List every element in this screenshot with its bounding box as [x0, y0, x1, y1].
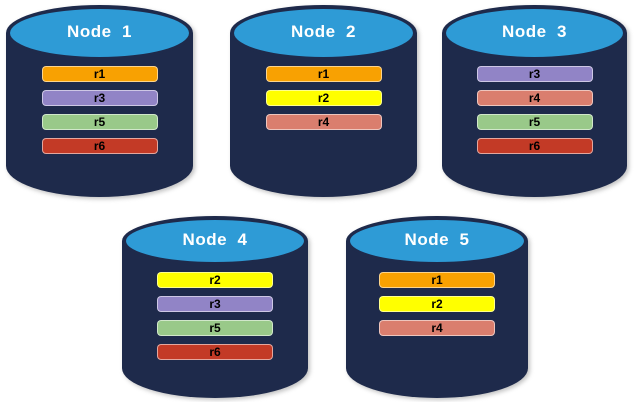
- node-label: Node 3: [502, 22, 567, 41]
- replica-list: r2 r3 r5 r6: [122, 272, 308, 360]
- node-label: Node 5: [404, 230, 470, 249]
- cylinder-top: Node 5: [346, 216, 528, 266]
- node-2-cylinder: Node 2 r1 r2 r4: [230, 5, 417, 197]
- replica-bar-r1: r1: [379, 272, 495, 288]
- replica-bar-r4: r4: [476, 90, 593, 106]
- replica-bar-r5: r5: [476, 114, 593, 130]
- node-4-cylinder: Node 4 r2 r3 r5 r6: [122, 216, 308, 398]
- replica-list: r1 r3 r5 r6: [6, 66, 193, 154]
- replica-bar-r2: r2: [379, 296, 495, 312]
- replica-list: r1 r2 r4: [346, 272, 528, 336]
- replica-bar-r6: r6: [41, 138, 158, 154]
- replica-bar-r2: r2: [157, 272, 273, 288]
- replica-list: r1 r2 r4: [230, 66, 417, 130]
- cylinder-top: Node 1: [6, 5, 193, 61]
- node-label: Node 2: [291, 22, 356, 41]
- replica-bar-r6: r6: [157, 344, 273, 360]
- replica-bar-r1: r1: [265, 66, 382, 82]
- node-label: Node 1: [67, 22, 132, 41]
- cylinder-top: Node 2: [230, 5, 417, 61]
- replica-bar-r4: r4: [379, 320, 495, 336]
- replica-bar-r3: r3: [157, 296, 273, 312]
- cylinder-body: [122, 241, 308, 398]
- cylinder-top: Node 4: [122, 216, 308, 266]
- replica-list: r3 r4 r5 r6: [442, 66, 627, 154]
- node-label: Node 4: [182, 230, 248, 249]
- replica-bar-r5: r5: [41, 114, 158, 130]
- replica-bar-r6: r6: [476, 138, 593, 154]
- cylinder-top: Node 3: [442, 5, 627, 61]
- replica-bar-r1: r1: [41, 66, 158, 82]
- node-5-cylinder: Node 5 r1 r2 r4: [346, 216, 528, 398]
- replica-bar-r4: r4: [265, 114, 382, 130]
- replica-bar-r2: r2: [265, 90, 382, 106]
- replica-bar-r5: r5: [157, 320, 273, 336]
- replica-bar-r3: r3: [41, 90, 158, 106]
- node-3-cylinder: Node 3 r3 r4 r5 r6: [442, 5, 627, 197]
- replica-bar-r3: r3: [476, 66, 593, 82]
- node-1-cylinder: Node 1 r1 r3 r5 r6: [6, 5, 193, 197]
- cylinder-body: [346, 241, 528, 398]
